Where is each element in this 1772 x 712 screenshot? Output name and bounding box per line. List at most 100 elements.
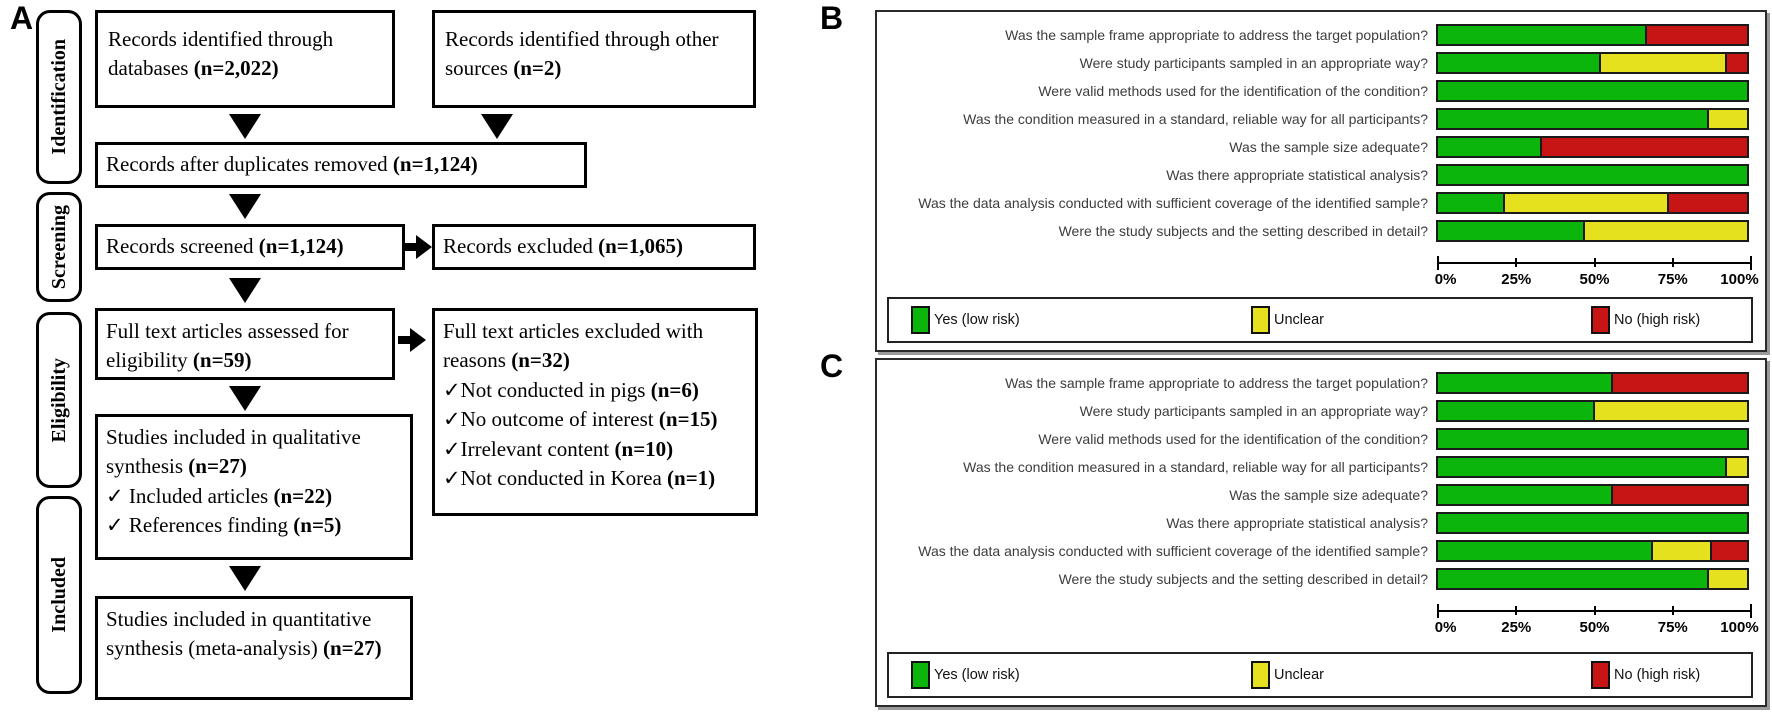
flow-box-qualitative-synthesis: Studies included in qualitative synthesi…	[95, 414, 413, 560]
flow-box-fulltext-excluded-reasons: Full text articles excluded with reasons…	[432, 308, 758, 516]
qualitative-item: ✓ References finding (n=5)	[106, 513, 342, 538]
down-arrow-icon	[229, 566, 261, 591]
flow-box-records-screened: Records screened (n=1,124)	[95, 224, 405, 270]
chart-row: Were study participants sampled in an ap…	[887, 52, 1755, 74]
bar-segment-no	[1611, 374, 1747, 392]
legend-label: No (high risk)	[1614, 312, 1701, 328]
qualitative-count: (n=27)	[188, 454, 247, 479]
chart-row: Was the sample frame appropriate to addr…	[887, 372, 1755, 394]
flow-box-records-databases: Records identified through databases (n=…	[95, 10, 395, 108]
legend: Yes (low risk) Unclear No (high risk)	[887, 297, 1753, 343]
legend-swatch	[1251, 661, 1270, 689]
bar-segment-yes	[1438, 54, 1599, 72]
axis-tick	[1593, 606, 1596, 615]
legend-label: Yes (low risk)	[934, 312, 1020, 328]
bar-segment-no	[1645, 26, 1747, 44]
legend-entry: No (high risk)	[1591, 306, 1700, 334]
records-databases-text: Records identified through databases	[108, 27, 334, 81]
stacked-bar	[1436, 400, 1749, 422]
panel-c-label: C	[820, 348, 844, 384]
stacked-bar	[1436, 136, 1749, 158]
duplicates-removed-text: Records after duplicates removed	[106, 152, 393, 177]
chart-row: Was the condition measured in a standard…	[887, 456, 1755, 478]
chart-rows: Was the sample frame appropriate to addr…	[887, 372, 1755, 590]
flow-box-quantitative-synthesis: Studies included in quantitative synthes…	[95, 596, 413, 700]
legend-entry: Unclear	[1251, 306, 1324, 334]
question-label: Were valid methods used for the identifi…	[1038, 431, 1428, 447]
bar-segment-unclear	[1651, 542, 1710, 560]
stacked-bar	[1436, 372, 1749, 394]
panel-c-risk-of-bias-chart: Was the sample frame appropriate to addr…	[875, 358, 1767, 707]
exclusion-reason-item: ✓Not conducted in Korea (n=1)	[443, 465, 716, 490]
axis-tick-label: 25%	[1501, 271, 1532, 288]
bar-segment-yes	[1438, 402, 1593, 420]
records-excluded-text: Records excluded	[443, 234, 599, 259]
question-label: Was the sample size adequate?	[1229, 139, 1428, 155]
bar-segment-unclear	[1592, 402, 1747, 420]
bar-segment-unclear	[1725, 458, 1747, 476]
axis-tick-label: 100%	[1720, 619, 1759, 636]
quantitative-text: Studies included in quantitative synthes…	[106, 607, 372, 661]
records-other-count: (n=2)	[513, 56, 562, 81]
legend-label: No (high risk)	[1614, 667, 1701, 683]
axis-tick-label: 75%	[1657, 271, 1688, 288]
stacked-bar	[1436, 24, 1749, 46]
exclusion-reason-item: ✓No outcome of interest (n=15)	[443, 407, 718, 432]
bar-segment-yes	[1438, 458, 1726, 476]
x-axis: 0%25%50%75%100%	[1434, 256, 1759, 292]
bar-segment-unclear	[1706, 570, 1747, 588]
axis-tick	[1515, 258, 1518, 267]
records-other-text: Records identified through other sources	[445, 27, 719, 81]
bar-segment-yes	[1438, 486, 1612, 504]
stacked-bar	[1436, 220, 1749, 242]
down-arrow-icon	[229, 386, 261, 411]
legend-label: Unclear	[1274, 312, 1324, 328]
bar-segment-no	[1611, 486, 1747, 504]
chart-row: Were study participants sampled in an ap…	[887, 400, 1755, 422]
axis-tick-label: 0%	[1434, 271, 1457, 288]
qualitative-item: ✓ Included articles (n=22)	[106, 483, 333, 508]
chart-row: Was there appropriate statistical analys…	[887, 164, 1755, 186]
right-arrow-icon	[404, 235, 432, 259]
question-label: Was there appropriate statistical analys…	[1166, 167, 1428, 183]
question-label: Was the condition measured in a standard…	[963, 111, 1428, 127]
stacked-bar	[1436, 80, 1749, 102]
bar-segment-unclear	[1598, 54, 1726, 72]
question-label: Was the sample size adequate?	[1229, 487, 1428, 503]
duplicates-removed-count: (n=1,124)	[392, 152, 478, 177]
legend-entry: No (high risk)	[1591, 661, 1700, 689]
right-arrow-icon	[398, 328, 426, 352]
stacked-bar	[1436, 52, 1749, 74]
stacked-bar	[1436, 428, 1749, 450]
quantitative-count: (n=27)	[322, 636, 382, 661]
stage-screening: Screening	[36, 192, 82, 302]
question-label: Was the condition measured in a standard…	[963, 459, 1428, 475]
legend-swatch	[1251, 306, 1270, 334]
question-label: Were study participants sampled in an ap…	[1079, 403, 1428, 419]
records-screened-count: (n=1,124)	[258, 234, 344, 259]
stacked-bar	[1436, 108, 1749, 130]
chart-row: Was the sample size adequate?	[887, 484, 1755, 506]
question-label: Was the sample frame appropriate to addr…	[1005, 27, 1428, 43]
bar-segment-yes	[1438, 430, 1747, 448]
question-label: Were valid methods used for the identifi…	[1038, 83, 1428, 99]
down-arrow-icon	[481, 114, 513, 139]
panel-b-label: B	[820, 0, 844, 36]
bar-segment-no	[1539, 138, 1747, 156]
axis-tick	[1671, 606, 1674, 615]
fulltext-excluded-text: Full text articles excluded with reasons	[443, 319, 704, 373]
chart-row: Was there appropriate statistical analys…	[887, 512, 1755, 534]
chart-row: Were the study subjects and the setting …	[887, 220, 1755, 242]
question-label: Was there appropriate statistical analys…	[1166, 515, 1428, 531]
records-excluded-count: (n=1,065)	[598, 234, 684, 259]
legend-entry: Yes (low risk)	[911, 661, 1020, 689]
axis-tick	[1515, 606, 1518, 615]
bar-segment-yes	[1438, 570, 1707, 588]
legend-entry: Yes (low risk)	[911, 306, 1020, 334]
chart-rows: Was the sample frame appropriate to addr…	[887, 24, 1755, 242]
flow-box-records-excluded: Records excluded (n=1,065)	[432, 224, 756, 270]
bar-segment-yes	[1438, 222, 1584, 240]
legend-swatch	[911, 661, 930, 689]
question-label: Was the data analysis conducted with suf…	[918, 195, 1428, 211]
